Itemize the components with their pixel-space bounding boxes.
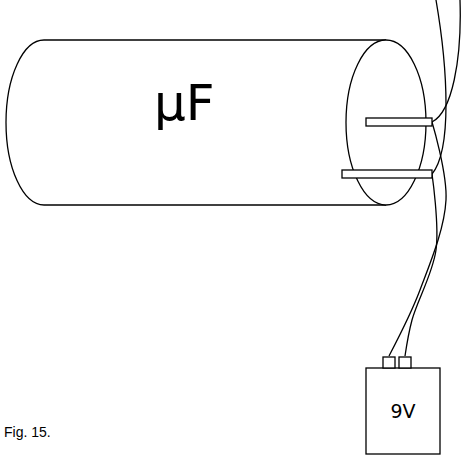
cylinder-end: [6, 40, 44, 205]
connecting-wire: [405, 174, 437, 356]
figure-caption: Fig. 15.: [4, 424, 51, 440]
terminal: [366, 118, 432, 126]
battery-box: 9V: [365, 356, 441, 456]
cylinder-edge: [44, 204, 386, 205]
battery-case: [366, 368, 440, 454]
battery-post: [399, 357, 411, 368]
terminal: [342, 170, 432, 178]
capacitor-body: μF: [4, 38, 432, 208]
capacitance-unit: μF: [154, 78, 215, 128]
cylinder-edge: [44, 39, 386, 40]
voltage-label: 9V: [366, 368, 440, 454]
capacitor-body-outline: [4, 38, 432, 208]
battery-post: [383, 357, 395, 368]
